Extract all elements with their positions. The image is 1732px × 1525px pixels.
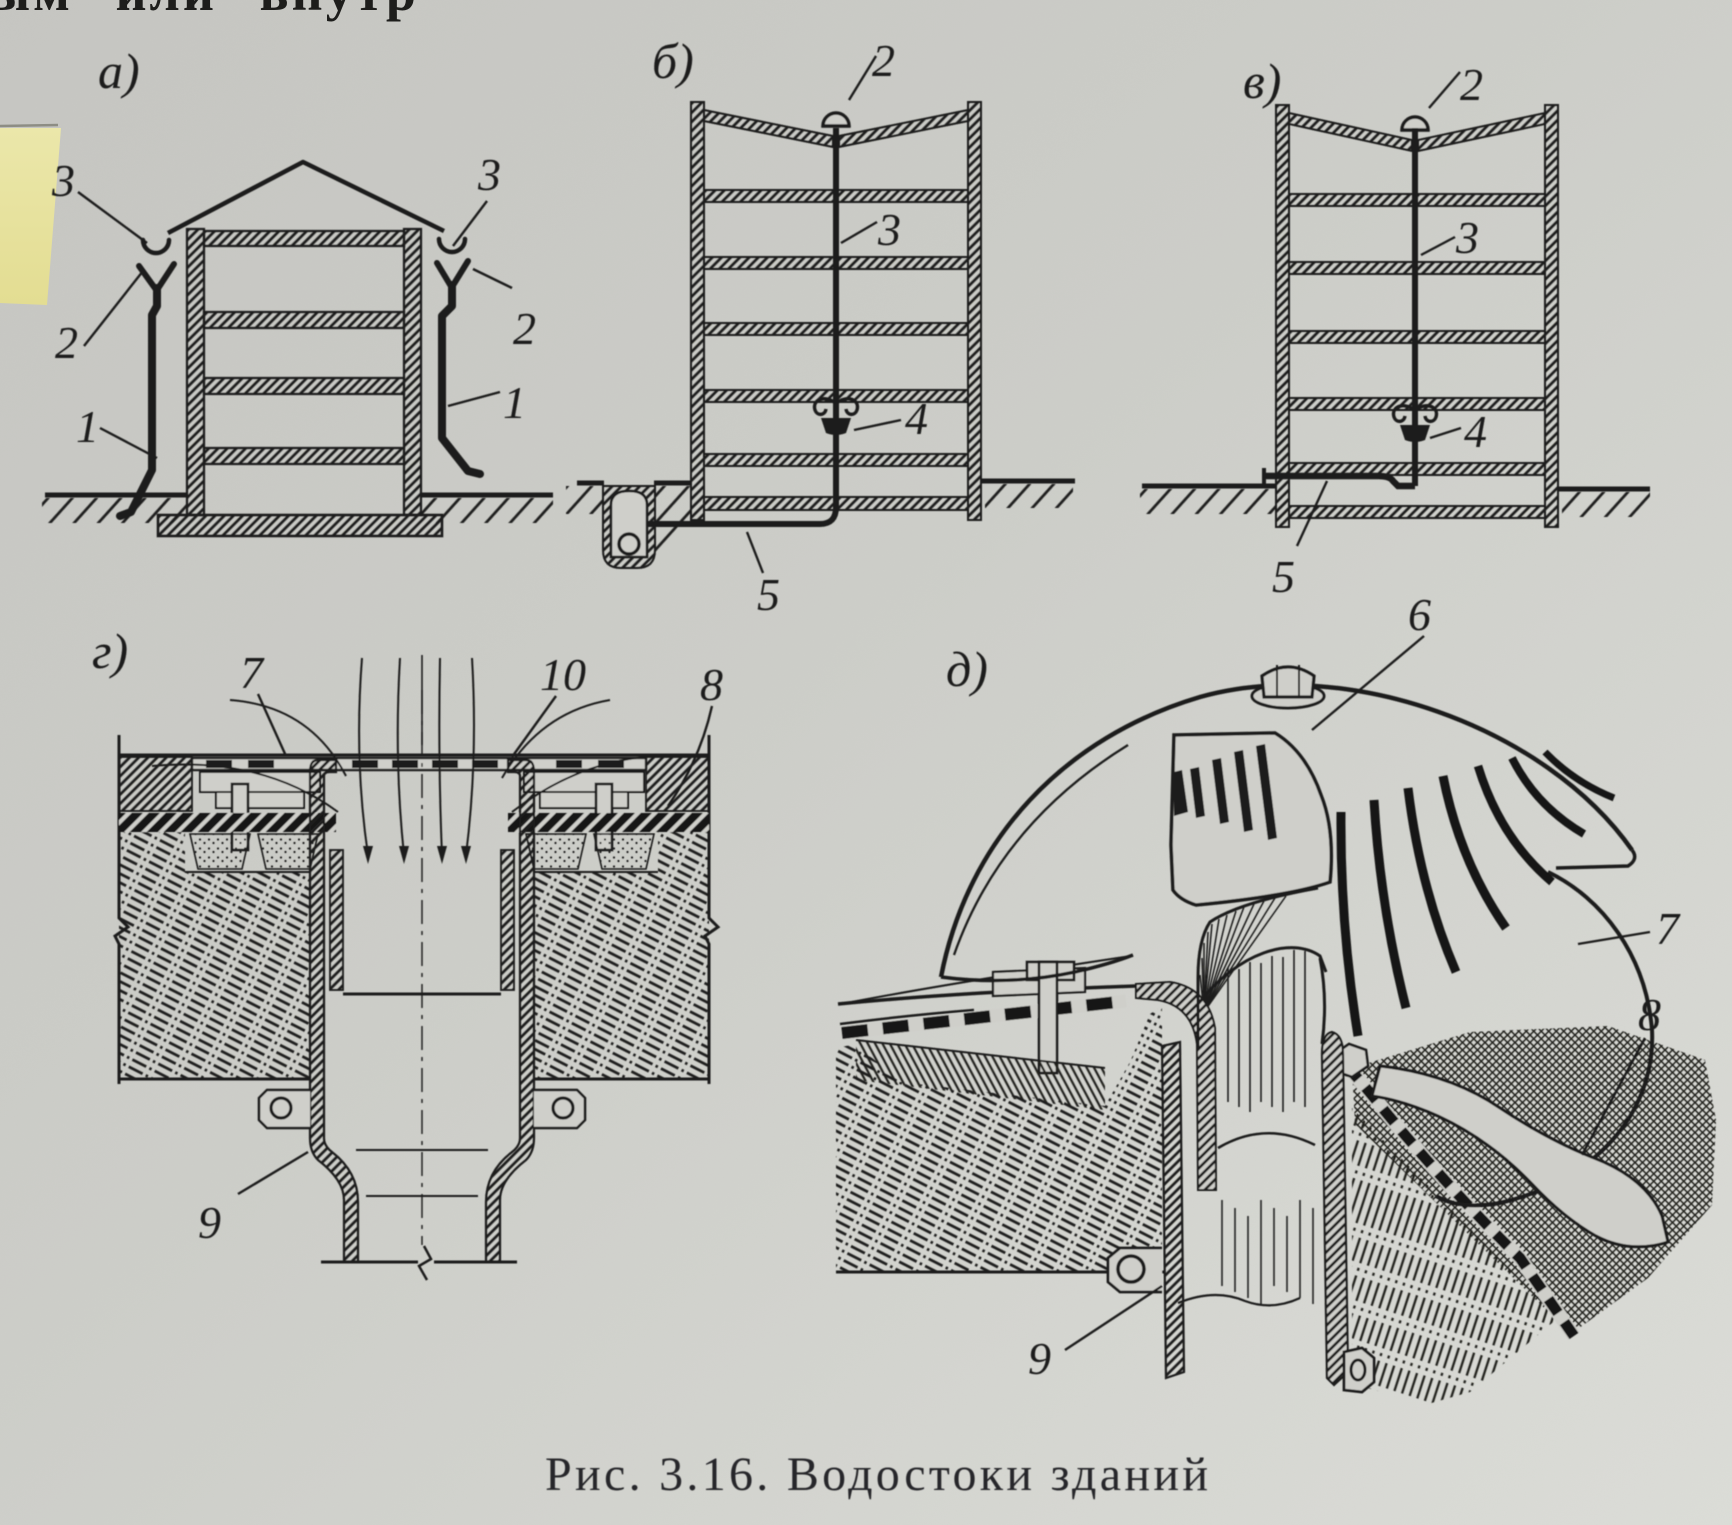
svg-text:5: 5 [757,569,780,620]
svg-text:3: 3 [51,155,75,206]
svg-text:2: 2 [1460,59,1483,110]
svg-text:9: 9 [1028,1333,1051,1384]
svg-text:1: 1 [503,377,526,428]
svg-text:б): б) [652,33,694,89]
svg-text:Рис. 3.16. Водостоки зданий: Рис. 3.16. Водостоки зданий [545,1448,1208,1501]
svg-text:г): г) [92,623,128,679]
svg-text:3: 3 [1455,212,1479,263]
svg-text:5: 5 [1272,551,1295,602]
svg-text:9: 9 [198,1197,221,1248]
svg-text:3: 3 [477,149,501,200]
svg-text:1: 1 [76,401,99,452]
svg-text:3: 3 [877,204,901,255]
svg-text:8: 8 [1638,989,1661,1040]
svg-text:8: 8 [700,659,723,710]
svg-text:ым или внутр: ым или внутр [0,0,419,22]
svg-text:6: 6 [1408,589,1431,640]
svg-text:д): д) [946,641,988,697]
svg-text:4: 4 [1464,406,1487,457]
svg-text:2: 2 [55,317,78,368]
svg-text:7: 7 [240,647,265,698]
svg-text:2: 2 [872,35,895,86]
svg-text:2: 2 [513,303,536,354]
svg-text:10: 10 [540,649,586,700]
svg-text:в): в) [1243,53,1281,109]
svg-text:а): а) [98,43,140,99]
svg-text:4: 4 [905,393,928,444]
svg-text:7: 7 [1656,903,1681,954]
